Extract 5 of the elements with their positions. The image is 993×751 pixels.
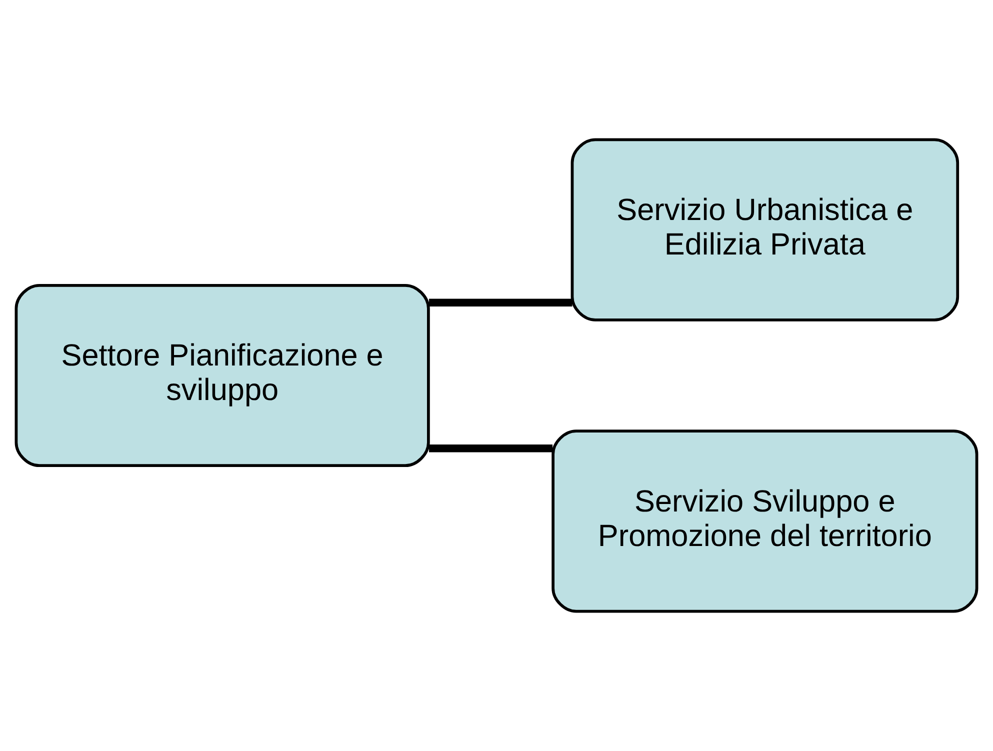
node-box: Settore Pianificazione e sviluppo: [14, 284, 430, 468]
node-box: Servizio Sviluppo e Promozione del territorio: [552, 430, 978, 613]
node-box: Servizio Urbanistica e Edilizia Privata: [570, 138, 960, 322]
connector: [429, 444, 553, 452]
connector: [429, 298, 572, 306]
